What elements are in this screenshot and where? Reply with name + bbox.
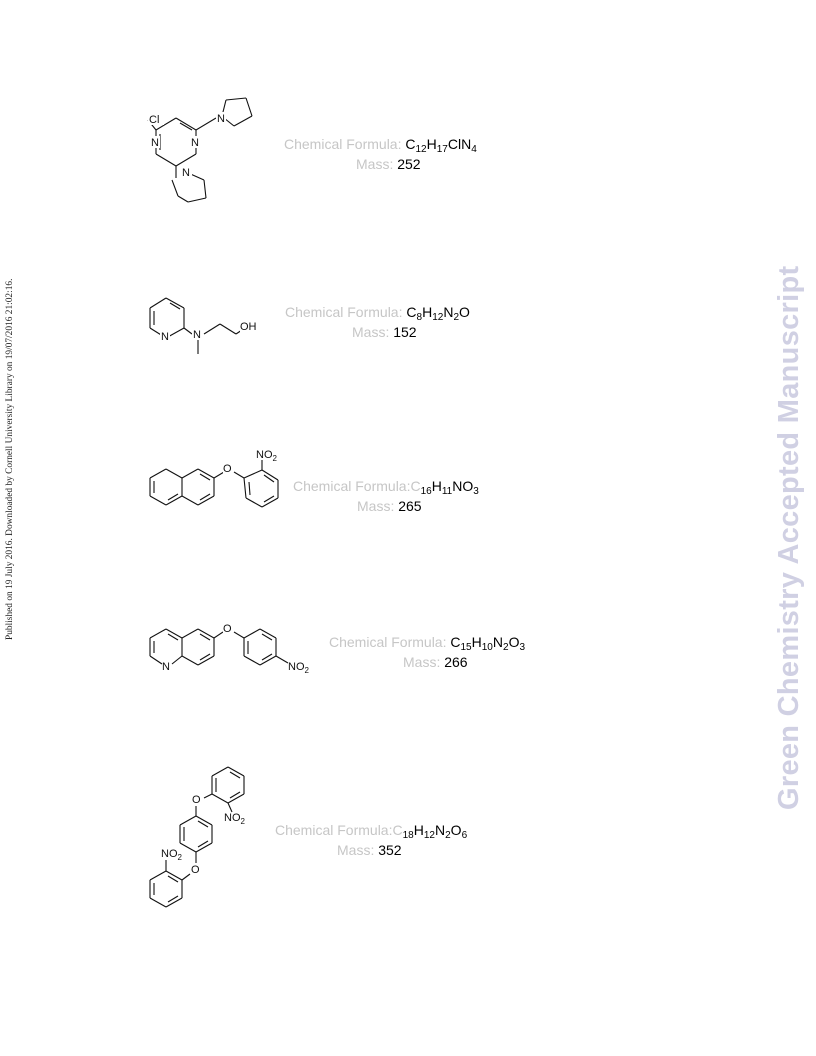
mass-value: 352: [378, 842, 402, 858]
atom-label: N: [217, 113, 225, 125]
mass-value: 266: [444, 654, 468, 670]
formula-label: Chemical Formula:: [329, 634, 451, 650]
mass-label: Mass:: [356, 156, 398, 172]
atom-label: NO2: [288, 661, 310, 675]
mass-row: Mass: 252: [284, 154, 477, 174]
compound-5-info: Chemical Formula:C18H12N2O6 Mass: 352: [275, 820, 467, 860]
mass-value: 152: [393, 324, 417, 340]
atom-label: N: [191, 137, 199, 149]
atom-label: O: [223, 463, 232, 475]
formula-row: Chemical Formula: C15H10N2O3: [329, 632, 526, 653]
formula-row: Chemical Formula: C12H17ClN4: [284, 134, 477, 155]
atom-label: O: [192, 794, 201, 806]
atom-label: NO2: [256, 449, 278, 463]
mass-row: Mass: 152: [285, 322, 470, 342]
mass-row: Mass: 352: [275, 840, 467, 860]
mass-label: Mass:: [357, 498, 399, 514]
mass-value: 252: [397, 156, 421, 172]
mass-row: Mass: 265: [293, 496, 479, 516]
formula-value: C8H12N2O: [406, 304, 470, 323]
compound-1-info: Chemical Formula: C12H17ClN4 Mass: 252: [284, 134, 477, 174]
formula-label: Chemical Formula:: [275, 822, 393, 838]
compound-4-info: Chemical Formula: C15H10N2O3 Mass: 266: [329, 632, 525, 672]
formula-value: C15H10N2O3: [450, 634, 526, 653]
formula-value: C16H11NO3: [410, 478, 479, 497]
atom-label: N: [162, 661, 170, 673]
mass-value: 265: [398, 498, 422, 514]
formula-label: Chemical Formula:: [285, 304, 407, 320]
mass-label: Mass:: [403, 654, 445, 670]
atom-label: N: [151, 137, 159, 149]
atom-label: Cl: [149, 114, 159, 126]
compound-3-info: Chemical Formula:C16H11NO3 Mass: 265: [293, 476, 479, 516]
formula-row: Chemical Formula:C16H11NO3: [293, 476, 479, 497]
mass-label: Mass:: [337, 842, 379, 858]
formula-label: Chemical Formula:: [284, 136, 406, 152]
formula-row: Chemical Formula:C18H12N2O6: [275, 820, 468, 841]
formula-value: C12H17ClN4: [405, 136, 477, 155]
atom-label: NO2: [224, 812, 246, 826]
atom-label: OH: [240, 321, 257, 333]
compound-2-info: Chemical Formula: C8H12N2O Mass: 152: [285, 302, 470, 342]
atom-label: O: [223, 623, 232, 635]
atom-label: N: [193, 329, 201, 341]
mass-row: Mass: 266: [329, 652, 525, 672]
mass-label: Mass:: [352, 324, 394, 340]
formula-label: Chemical Formula:: [293, 478, 411, 494]
atom-label: NO2: [161, 848, 183, 862]
formula-value: C18H12N2O6: [392, 822, 468, 841]
atom-label: N: [161, 331, 169, 343]
atom-label: O: [191, 864, 200, 876]
atom-label: N: [182, 167, 190, 179]
formula-row: Chemical Formula: C8H12N2O: [285, 302, 470, 323]
